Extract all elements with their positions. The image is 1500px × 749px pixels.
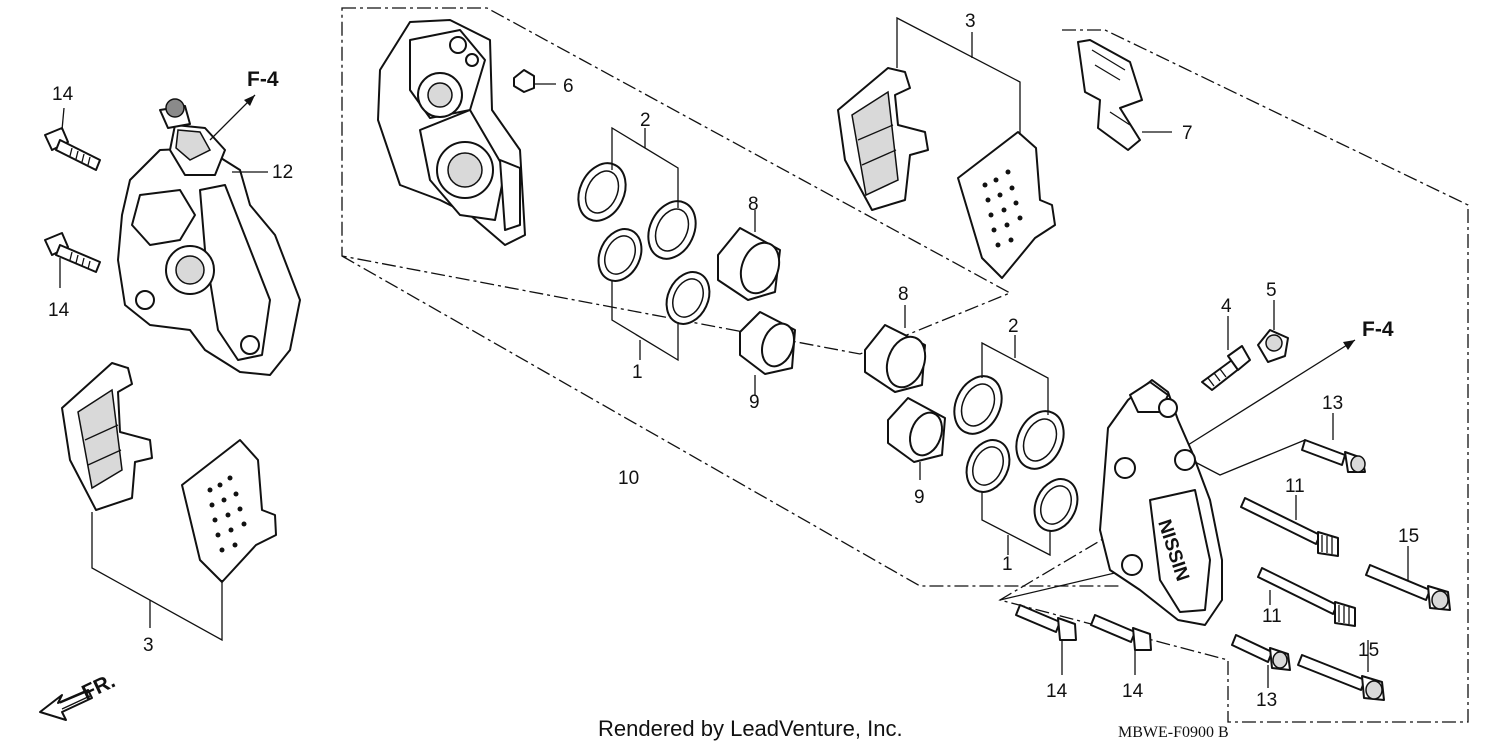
bolt-13-lower: [1231, 634, 1291, 671]
piston-9-upper: [739, 311, 796, 375]
bolt-14-upper-left: [44, 127, 101, 171]
credit-text: Rendered by LeadVenture, Inc.: [598, 716, 903, 741]
callout-1-a: 1: [632, 362, 643, 383]
callout-8-a: 8: [748, 194, 759, 215]
arrow-f4-right: [1179, 339, 1356, 451]
callout-2-b: 2: [1008, 316, 1019, 337]
assembly-line-10: [341, 255, 1120, 587]
piston-8-lower: [864, 324, 927, 393]
callout-13-a: 13: [1322, 393, 1343, 414]
marker-f4-right: F-4: [1362, 318, 1394, 341]
bolt-13-upper: [1301, 439, 1366, 473]
pad-spring-7: [1077, 39, 1143, 151]
bolt-14-lower-b: [1090, 614, 1152, 651]
callout-14-c: 14: [1046, 681, 1068, 702]
piston-seal-set-lower: [953, 375, 1079, 532]
callout-2-a: 2: [640, 110, 651, 131]
callout-14-a: 14: [52, 84, 74, 105]
callout-8-b: 8: [898, 284, 909, 305]
bolt-15-upper: [1365, 564, 1451, 611]
marker-f4-left: F-4: [247, 68, 279, 91]
callout-15-a: 15: [1398, 526, 1419, 547]
bleeder-cap-6: [513, 69, 535, 93]
bolt-15-lower: [1297, 654, 1385, 701]
callout-12: 12: [272, 162, 293, 183]
brake-pad-left-rear: [181, 439, 277, 583]
bleeder-cap-5: [1257, 329, 1289, 363]
assembly-boundary-caliper-body: [341, 7, 1012, 355]
bleeder-valve-4: [1201, 345, 1251, 391]
front-direction-arrow: [39, 689, 93, 721]
callout-13-b: 13: [1256, 690, 1277, 711]
callout-10: 10: [618, 468, 639, 489]
callout-3-b: 3: [965, 11, 976, 32]
callout-3-a: 3: [143, 635, 154, 656]
pad-pin-11-lower: [1257, 567, 1356, 627]
caliper-half-right: NISSIN: [1099, 379, 1223, 626]
piston-8-upper: [717, 227, 781, 301]
diagram-code: MBWE-F0900 B: [1118, 724, 1229, 741]
callout-4: 4: [1221, 296, 1232, 317]
brake-pad-left-front: [61, 362, 153, 511]
callout-9-b: 9: [914, 487, 925, 508]
pad-pin-11-upper: [1240, 497, 1339, 557]
assembly-boundary-right-group: [998, 29, 1469, 723]
piston-seal-set-upper: [577, 162, 711, 325]
caliper-body-half: [377, 19, 526, 246]
callout-9-a: 9: [749, 392, 760, 413]
brake-caliper-assembly-left: [117, 98, 301, 376]
callout-14-b: 14: [48, 300, 70, 321]
callout-6: 6: [563, 76, 574, 97]
callout-5: 5: [1266, 280, 1277, 301]
callout-11-a: 11: [1285, 476, 1305, 497]
callout-11-b: 11: [1262, 606, 1282, 627]
brake-pad-upper-rear: [957, 131, 1056, 279]
bolt-14-lower-left: [44, 232, 101, 273]
brake-pad-upper-front: [837, 67, 929, 211]
callout-1-b: 1: [1002, 554, 1013, 575]
callout-14-d: 14: [1122, 681, 1144, 702]
bolt-14-lower-a: [1015, 604, 1077, 641]
piston-9-lower: [887, 397, 946, 463]
callout-15-b: 15: [1358, 640, 1379, 661]
callout-7: 7: [1182, 123, 1193, 144]
